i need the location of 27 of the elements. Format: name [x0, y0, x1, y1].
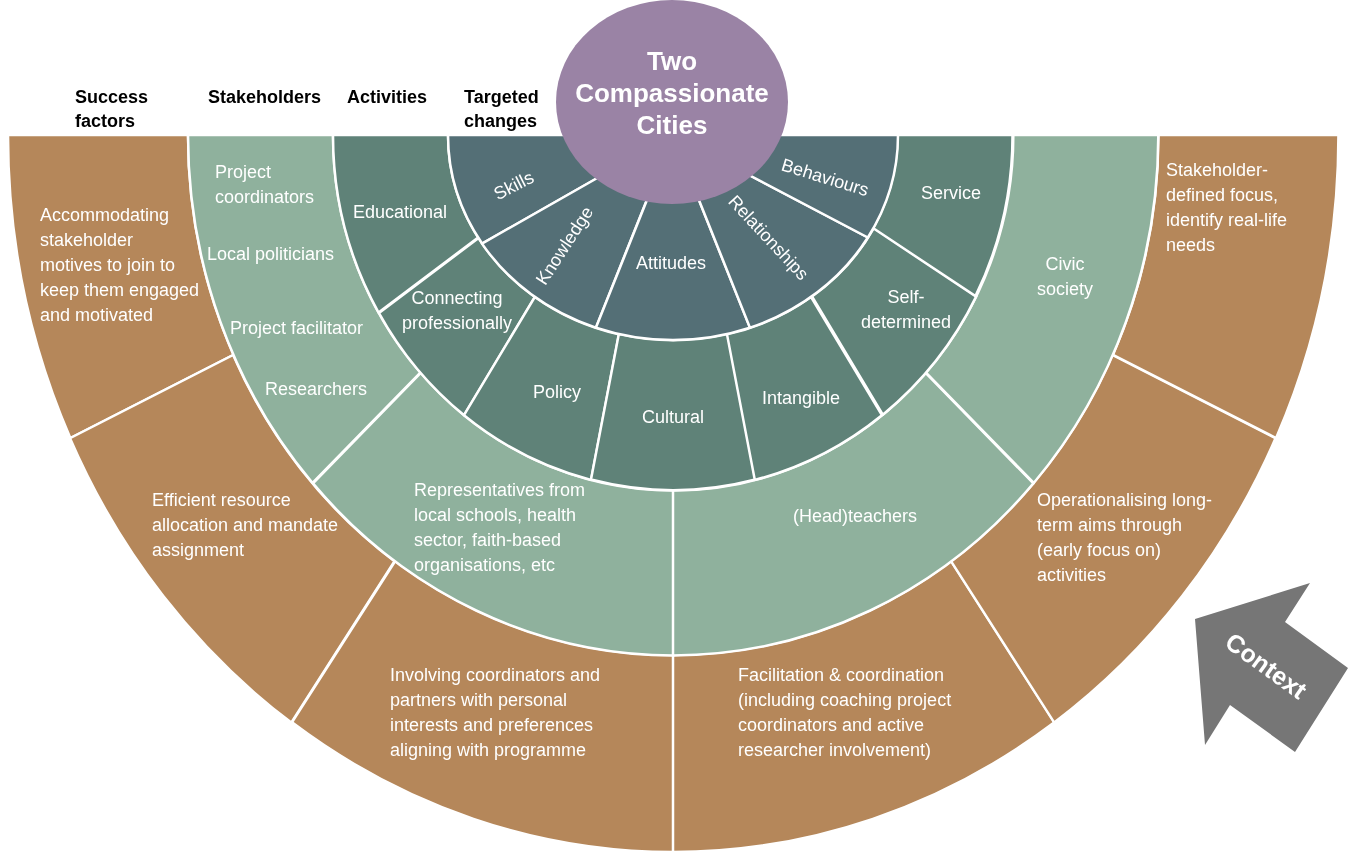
segment-label: Skills [489, 166, 539, 206]
column-heading: Targeted changes [464, 86, 540, 133]
segment-label: Attitudes [635, 251, 706, 275]
segment-label: Representatives from local schools, health sector, faith-based organisations, etc [414, 479, 587, 577]
segment-label: Local politicians [207, 243, 335, 266]
column-heading: Success factors [75, 86, 150, 133]
segment-label: Researchers [265, 378, 368, 401]
segment-label: Intangible [761, 386, 840, 410]
column-heading: Activities [347, 86, 428, 109]
title-text: Two Compassionate Cities [575, 45, 769, 141]
segment-label: Accommodating stakeholder motives to join to keep them engaged and motivated [40, 204, 200, 327]
segment-label: Connecting professionally [401, 287, 512, 335]
segment-label: Cultural [641, 405, 704, 429]
segment-label: Project coordinators [215, 161, 316, 209]
segment-label: Involving coordinators and partners with personal interests and preferences aligning with programme [390, 664, 602, 762]
segment-label: Operationalising long-term aims through (early focus on) activities [1037, 489, 1214, 587]
segment-label: Policy [533, 380, 581, 404]
segment-label: Facilitation & coordination (including coaching project coordinators and active researcher involvement) [738, 664, 953, 762]
column-heading: Stakeholders [208, 86, 322, 109]
segment-label: (Head)teachers [792, 504, 918, 528]
segment-label: Stakeholder-defined focus, identify real-life needs [1166, 159, 1289, 257]
segment-label: Educational [352, 200, 448, 224]
segment-label: Civic society [1035, 253, 1094, 301]
segment-label: Project facilitator [230, 317, 364, 340]
segment-label: Self-determined [860, 286, 951, 334]
segment-label: Service [920, 181, 981, 205]
segment-label: Efficient resource allocation and mandate assignment [152, 489, 340, 562]
